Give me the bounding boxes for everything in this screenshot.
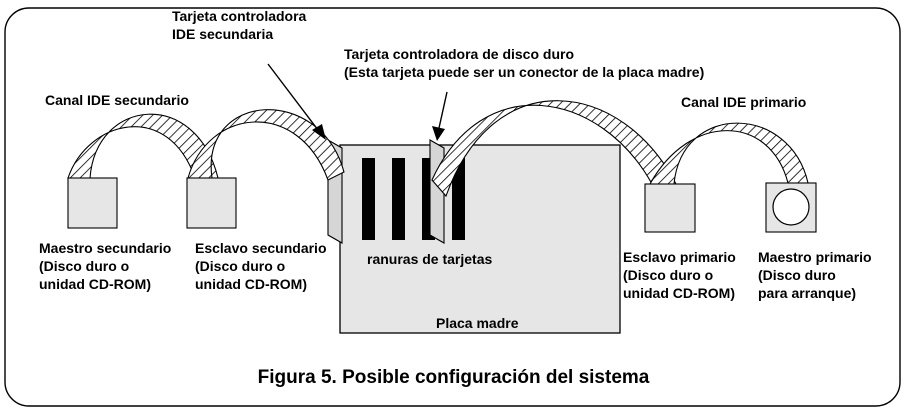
- card-slot: [452, 158, 465, 240]
- device-label-line: unidad CD-ROM): [623, 285, 735, 301]
- secondary-master-label: Maestro secundario (Disco duro o unidad …: [39, 239, 171, 293]
- secondary-slave-label: Esclavo secundario (Disco duro o unidad …: [195, 239, 327, 293]
- disk-platter: [772, 188, 810, 226]
- device-label-line: Maestro primario: [758, 249, 872, 265]
- device-label-line: (Disco duro o: [623, 267, 714, 283]
- primary-slave-label: Esclavo primario (Disco duro o unidad CD…: [623, 248, 736, 302]
- primary-slave-device: [644, 183, 696, 233]
- callout-line: Tarjeta controladora: [172, 8, 307, 24]
- figure-caption: Figura 5. Posible configuración del sist…: [257, 367, 650, 388]
- device-label-line: (Disco duro: [758, 267, 836, 283]
- secondary-master-device: [67, 177, 118, 229]
- device-label-line: unidad CD-ROM): [39, 276, 151, 292]
- ide-card-pointer-arrow: [267, 63, 326, 140]
- channel-label-text: Canal IDE primario: [681, 94, 807, 110]
- callout-line: (Esta tarjeta puede ser un conector de l…: [344, 64, 705, 80]
- secondary-channel-label: Canal IDE secundario: [45, 91, 189, 109]
- figure-frame: [4, 7, 901, 407]
- device-label-line: Esclavo secundario: [195, 240, 327, 256]
- callout-line: IDE secundaria: [172, 26, 274, 42]
- ide-card-callout: Tarjeta controladora IDE secundaria: [172, 7, 306, 43]
- primary-channel-cable: [649, 122, 809, 185]
- device-label-line: Esclavo primario: [623, 249, 736, 265]
- disk-card-pointer-arrow: [432, 91, 448, 141]
- device-label-line: para arranque): [758, 285, 857, 301]
- card-slot: [362, 158, 375, 240]
- device-label-line: (Disco duro o: [39, 258, 130, 274]
- disk-card-callout: Tarjeta controladora de disco duro (Esta…: [344, 45, 704, 81]
- slots-label-text: ranuras de tarjetas: [367, 251, 493, 267]
- callout-line: Tarjeta controladora de disco duro: [344, 46, 575, 62]
- primary-master-label: Maestro primario (Disco duro para arranq…: [758, 248, 872, 302]
- secondary-slave-device: [186, 177, 237, 229]
- primary-channel-label: Canal IDE primario: [681, 93, 806, 111]
- device-label-line: unidad CD-ROM): [195, 276, 307, 292]
- device-label-line: (Disco duro o: [195, 258, 286, 274]
- motherboard: [339, 144, 621, 334]
- motherboard-label: Placa madre: [436, 314, 519, 332]
- device-label-line: Maestro secundario: [39, 240, 172, 256]
- card-slots-label: ranuras de tarjetas: [367, 250, 492, 268]
- card-slot: [392, 158, 405, 240]
- secondary-channel-cable: [187, 109, 345, 181]
- channel-label-text: Canal IDE secundario: [45, 92, 189, 108]
- motherboard-label-text: Placa madre: [436, 315, 519, 331]
